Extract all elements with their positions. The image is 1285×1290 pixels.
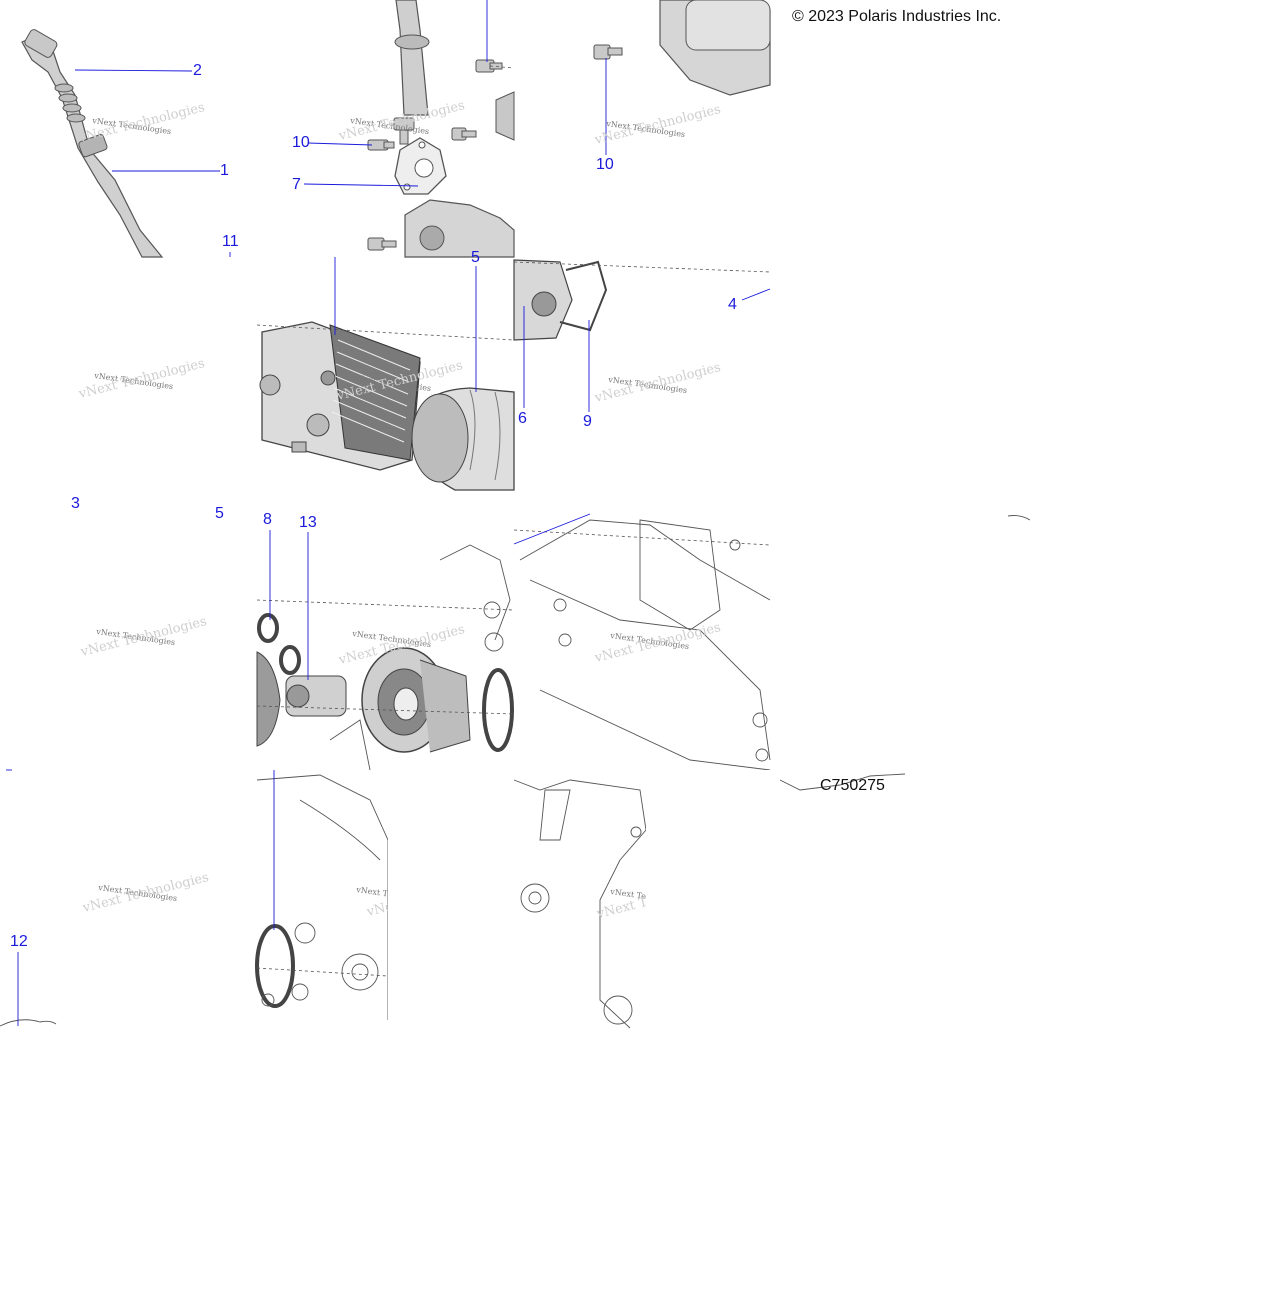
bolt-icons (367, 44, 623, 251)
cooler-adapter-housing-icon (404, 0, 771, 258)
callout-2: 2 (193, 62, 202, 79)
callout-11: 11 (222, 233, 239, 250)
oil-hose-icon (21, 29, 164, 258)
leader-lines (6, 0, 771, 1026)
callout-1: 1 (220, 162, 229, 179)
callout-5: 5 (215, 505, 224, 522)
callout-4: 4 (728, 296, 737, 313)
callout-13: 13 (299, 514, 317, 531)
oil-filter-icon (411, 387, 515, 491)
callout-10: 10 (292, 134, 310, 151)
clip-fitting-icon (513, 259, 608, 341)
watermark-text-faint: vNext Technologies (80, 870, 210, 916)
callout-10: 10 (596, 156, 614, 173)
hose-upper-icon (394, 0, 430, 116)
callout-12: 12 (10, 933, 28, 950)
o-ring-icons (255, 613, 514, 1008)
callout-7: 7 (292, 176, 301, 193)
figure-code: C750275 (820, 777, 885, 794)
callout-3: 3 (71, 495, 80, 512)
callout-8: 8 (263, 511, 272, 528)
callout-5: 5 (471, 249, 480, 266)
alignment-lines (256, 65, 771, 977)
oil-cooler-icon (259, 321, 421, 471)
callout-6: 6 (518, 410, 527, 427)
copyright-notice: © 2023 Polaris Industries Inc. (792, 8, 1002, 25)
watermark-text-faint: vNext Technologies (592, 620, 722, 666)
gasket-icon (394, 137, 447, 195)
watermark-text-faint: vNext Technologies (78, 614, 208, 660)
callout-9: 9 (583, 413, 592, 430)
filter-adapter-icon (256, 647, 471, 753)
